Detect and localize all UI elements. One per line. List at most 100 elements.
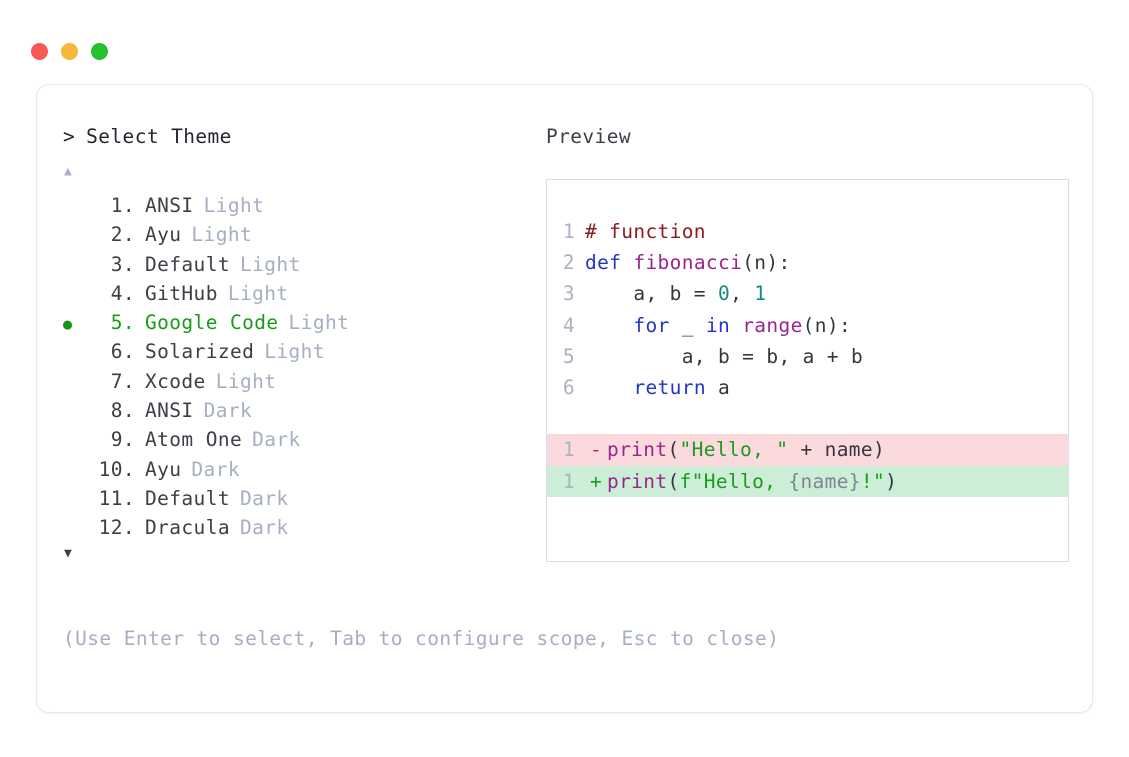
code-token: ( [667, 438, 680, 462]
theme-item-index: 2. [110, 223, 135, 247]
code-line: 4 for _ in range(n): [547, 310, 1068, 341]
code-token: print [607, 438, 668, 462]
theme-item-name: GitHub [145, 281, 218, 305]
theme-item-name: ANSI [145, 399, 194, 423]
code-line: 1 # function [547, 216, 1068, 247]
code-token [585, 376, 633, 399]
keyboard-hint: (Use Enter to select, Tab to configure s… [63, 627, 780, 650]
diff-marker: - [589, 438, 603, 462]
theme-item-variant: Dark [239, 516, 289, 540]
line-number: 6 [562, 375, 575, 399]
window-close-button[interactable] [31, 42, 48, 60]
code-token: ( [667, 469, 680, 493]
diff-line-content: print("Hello, " + name) [607, 434, 885, 465]
theme-list-item[interactable]: 6. Solarized Light [63, 337, 532, 366]
theme-item-name: Google Code [145, 311, 279, 335]
theme-item-variant: Dark [191, 457, 240, 481]
code-token: in [705, 313, 731, 337]
code-token: , [730, 282, 755, 306]
code-token: print [607, 469, 668, 493]
code-token [730, 314, 742, 337]
code-token: a, b = [585, 282, 718, 306]
code-token: 1 [754, 282, 767, 306]
selected-bullet-icon: ● [63, 315, 73, 334]
theme-item-index: 7. [110, 369, 135, 393]
theme-item-index: 3. [110, 252, 135, 276]
line-number: 4 [562, 313, 575, 337]
theme-item-name: Dracula [145, 516, 230, 540]
code-token: + name) [788, 438, 886, 462]
theme-item-variant: Light [264, 340, 325, 364]
code-token: "Hello, " [679, 438, 789, 462]
code-token [585, 314, 633, 337]
line-number: 5 [562, 344, 575, 368]
theme-list-item[interactable]: 10. Ayu Dark [63, 455, 532, 484]
theme-item-index: 6. [110, 340, 135, 364]
code-token: !" [860, 469, 886, 493]
diff-line-content: print(f"Hello, {name}!") [607, 466, 897, 497]
code-token: (n): [742, 251, 791, 275]
theme-list-item[interactable]: 7. Xcode Light [63, 367, 532, 396]
line-number: 1 [562, 220, 575, 243]
code-token: (n): [802, 313, 852, 337]
code-token: def [585, 251, 634, 275]
theme-item-variant: Light [215, 369, 277, 393]
code-line: 6 return a [547, 372, 1068, 403]
line-number: 1 [562, 469, 575, 493]
theme-item-index: 1. [110, 194, 135, 217]
code-token: # function [585, 220, 706, 243]
title-bar [0, 0, 1129, 72]
code-token: for [633, 313, 670, 337]
diff-line-removed: 1-print("Hello, " + name) [547, 434, 1068, 466]
code-token: return [633, 375, 706, 399]
code-line-content: def fibonacci(n): [585, 247, 791, 278]
theme-item-name: Xcode [145, 369, 206, 393]
prompt-caret-icon: > [63, 125, 76, 148]
preview-label: Preview [546, 125, 631, 148]
theme-item-index: 8. [110, 399, 135, 423]
scroll-down-icon[interactable]: ▼ [64, 545, 72, 561]
theme-item-index: 10. [98, 457, 135, 481]
code-token: _ [669, 313, 706, 337]
prompt-row: > Select Theme [63, 125, 532, 153]
code-token: a, b = b, a + b [585, 344, 864, 368]
scroll-up-icon[interactable]: ▲ [64, 164, 72, 179]
theme-item-name: Solarized [145, 340, 255, 364]
code-token: ) [885, 469, 898, 493]
code-token: range [742, 313, 803, 337]
theme-item-index: 9. [110, 428, 135, 452]
theme-item-variant: Light [288, 311, 350, 335]
line-number: 3 [562, 282, 575, 306]
diff-block: 1-print("Hello, " + name)1+print(f"Hello… [547, 434, 1068, 497]
line-number: 1 [562, 438, 575, 462]
window-zoom-button[interactable] [91, 42, 108, 60]
theme-item-name: Default [145, 486, 230, 510]
theme-item-name: Ayu [145, 457, 182, 481]
code-token: a [705, 375, 731, 399]
theme-item-name: Default [145, 252, 230, 276]
theme-item-name: Ayu [145, 223, 182, 247]
code-line-content: for _ in range(n): [585, 310, 851, 341]
theme-item-variant: Light [203, 194, 265, 217]
theme-item-index: 4. [110, 281, 135, 305]
theme-item-name: Atom One [145, 428, 243, 452]
theme-item-variant: Dark [239, 486, 289, 510]
theme-item-variant: Light [191, 223, 253, 247]
theme-list-item[interactable]: 2. Ayu Light [63, 220, 532, 249]
window-minimize-button[interactable] [61, 42, 78, 60]
diff-line-added: 1+print(f"Hello, {name}!") [547, 465, 1068, 497]
line-number: 2 [562, 251, 575, 275]
